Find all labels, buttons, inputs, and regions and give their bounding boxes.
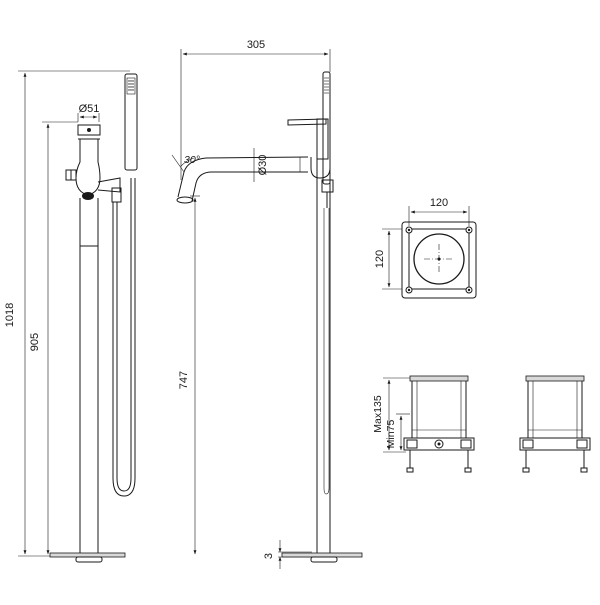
floor-flange-front: [75, 556, 103, 563]
base-lug-right: [460, 439, 472, 449]
dim-overall-height: 1018: [4, 303, 16, 327]
leg-foot-left: [522, 467, 530, 473]
floor-plate-side: [281, 552, 363, 558]
box-plan-view: 120 120: [374, 197, 477, 299]
hand-shower-side: [322, 71, 331, 185]
dim-min-depth: Min75: [385, 420, 397, 449]
box-base-plate: [519, 437, 591, 451]
center-point: [437, 257, 441, 261]
dim-spout-height: 747: [178, 371, 190, 389]
dim-body-height: 905: [29, 333, 41, 351]
shower-hose-outer: [112, 178, 136, 497]
dim-box-width: 120: [430, 197, 448, 209]
cap-indicator: [87, 128, 91, 132]
side-view: 305 747 3 30° Ø30: [171, 39, 363, 569]
hand-shower-holes: [128, 80, 134, 91]
box-top-cap: [525, 375, 585, 382]
diverter-arm: [97, 177, 121, 193]
box-outline: [408, 228, 470, 290]
dim-box-depth: 120: [374, 250, 386, 268]
spout-aerator-front: [82, 192, 94, 200]
box-elevation-a: Max135 Min75: [372, 375, 475, 473]
floor-flange-side: [310, 556, 338, 563]
angle-ref-line: [171, 154, 185, 173]
mixer-cap: [77, 124, 101, 136]
angle-arc: [180, 157, 195, 167]
shower-holder-side: [321, 179, 334, 193]
spout-bottom-edge: [191, 171, 308, 202]
dim-body-diameter: Ø51: [79, 103, 100, 115]
dim-spout-reach: 305: [247, 39, 265, 51]
box-base-plate: [403, 437, 475, 451]
base-lug-right: [576, 439, 588, 449]
floor-plate-front: [49, 552, 126, 558]
mixer-body: [75, 139, 101, 196]
mixer-neck-side: [310, 157, 331, 179]
box-top-cap: [409, 375, 469, 382]
base-lug-left: [522, 439, 534, 449]
leg-foot-left: [406, 467, 414, 473]
leg-foot-right: [580, 467, 588, 473]
spout-outlet: [176, 196, 194, 204]
mixer-lever: [287, 118, 327, 126]
hose-side-loop: [323, 487, 330, 495]
dim-base-thickness: 3: [263, 553, 275, 559]
leg-foot-right: [464, 467, 472, 473]
hand-shower-side-holes: [324, 77, 329, 94]
hand-shower-face: [126, 77, 136, 95]
front-view: 1018 905 Ø51: [4, 70, 138, 563]
shower-hose-inner: [116, 178, 132, 492]
base-lug-left: [406, 439, 418, 449]
hand-shower: [124, 73, 138, 171]
box-elevation-b: [519, 375, 591, 473]
dim-spout-angle: 30°: [184, 154, 200, 166]
dim-spout-diameter: Ø30: [257, 155, 269, 176]
box-flange: [401, 221, 477, 299]
dim-max-depth: Max135: [372, 395, 384, 433]
box-opening: [413, 233, 465, 285]
